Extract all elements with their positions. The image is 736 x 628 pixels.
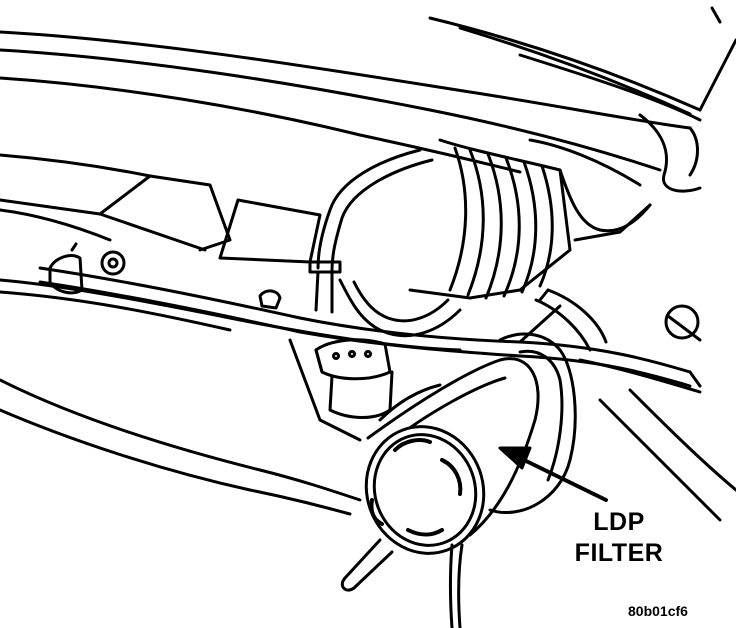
figure-id: 80b01cf6	[628, 603, 688, 619]
body-panels	[0, 6, 736, 352]
vent-hose	[308, 148, 434, 314]
filter-hose	[488, 288, 702, 515]
fuel-lines	[38, 266, 702, 394]
callout-label-ldp: LDP	[593, 508, 645, 536]
lower-body	[0, 378, 736, 522]
callout-arrow	[498, 446, 608, 502]
ldp-filter-canister	[364, 357, 540, 628]
heat-shield	[408, 138, 652, 300]
drain-tube	[340, 538, 394, 592]
ldp-pump	[288, 338, 442, 442]
callout-label-filter: FILTER	[574, 539, 664, 567]
line-clamp	[48, 242, 282, 310]
return-hose	[338, 278, 462, 338]
